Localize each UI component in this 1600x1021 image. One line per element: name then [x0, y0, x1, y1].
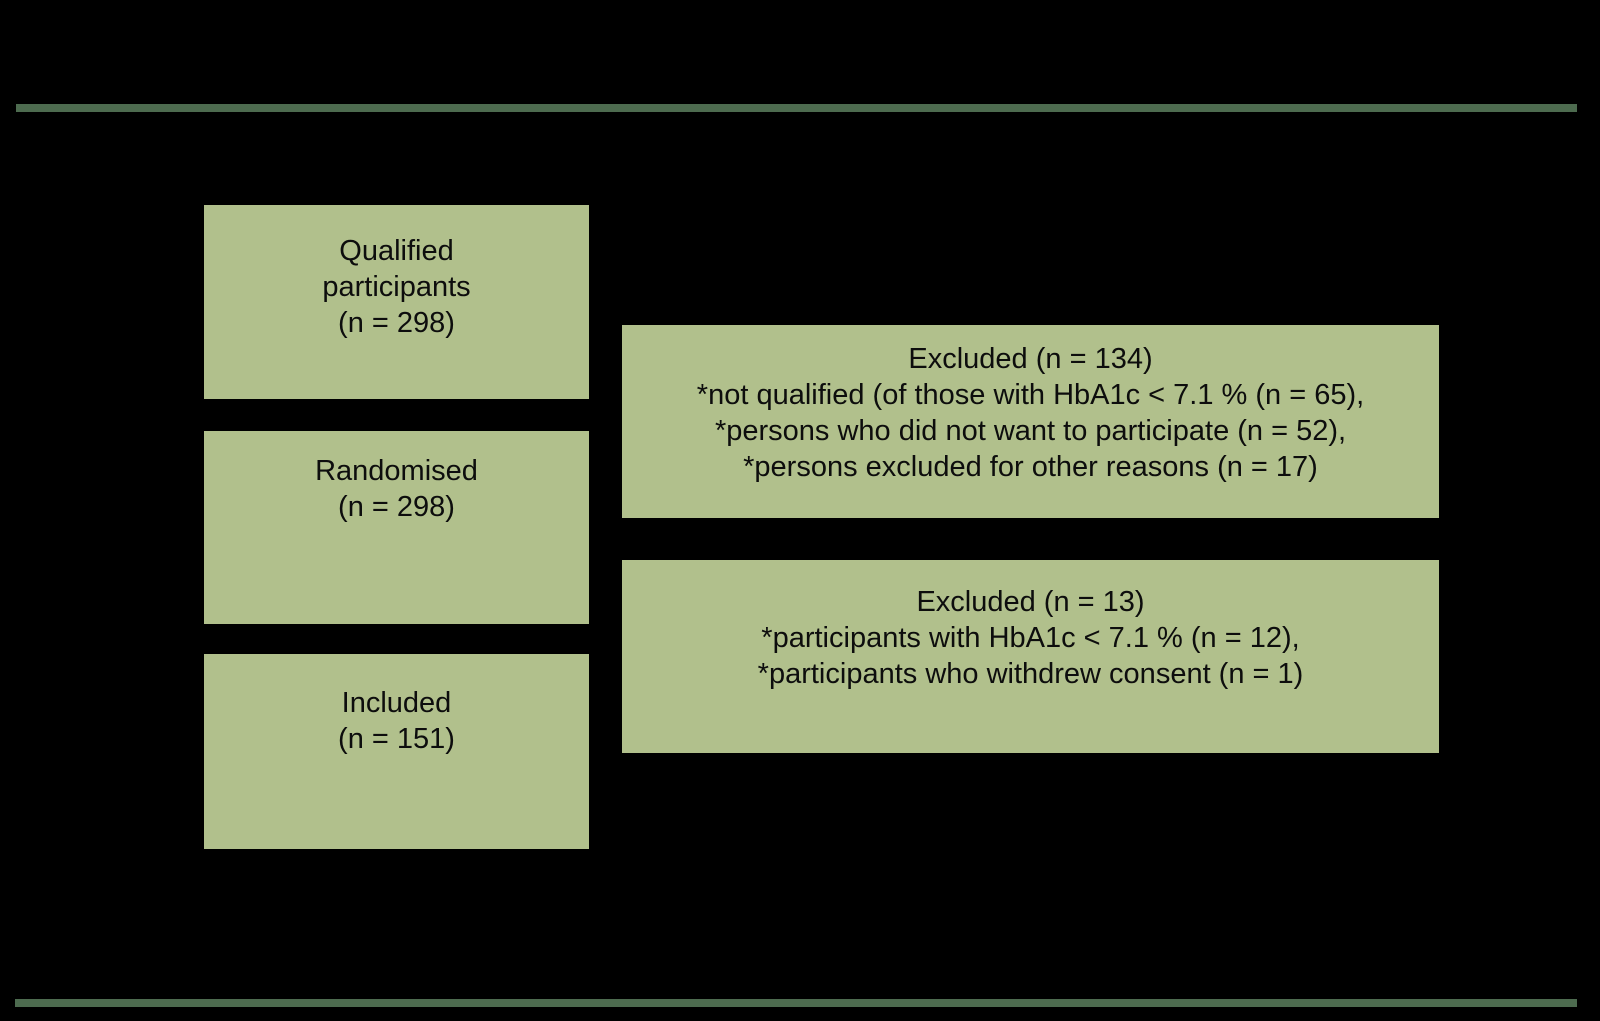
box-text-line: Randomised	[315, 455, 478, 487]
box-text-line: *not qualified (of those with HbA1c < 7.…	[696, 379, 1365, 411]
flow-box-excluded-134: Excluded (n = 134) *not qualified (of th…	[622, 325, 1439, 518]
box-text-line: *participants who withdrew consent (n = …	[757, 658, 1304, 690]
box-text-line: Included	[341, 687, 452, 719]
box-text-line: *persons excluded for other reasons (n =…	[743, 451, 1318, 483]
top-divider-rule	[16, 104, 1577, 112]
box-text-line: Excluded (n = 134)	[908, 343, 1153, 375]
box-text-line: *persons who did not want to participate…	[714, 415, 1347, 447]
box-text-line: (n = 298)	[338, 491, 455, 523]
flow-box-included: Included (n = 151)	[204, 654, 589, 849]
box-text-line: Excluded (n = 13)	[916, 586, 1145, 618]
box-text-line: (n = 298)	[338, 307, 455, 339]
flow-box-excluded-13: Excluded (n = 13) *participants with HbA…	[622, 560, 1439, 753]
box-text-line: Qualified	[339, 235, 454, 267]
flow-box-randomised: Randomised (n = 298)	[204, 431, 589, 624]
box-text-line: *participants with HbA1c < 7.1 % (n = 12…	[761, 622, 1300, 654]
flow-box-qualified-participants: Qualified participants (n = 298)	[204, 205, 589, 399]
box-text-line: participants	[322, 271, 471, 303]
box-text-line: (n = 151)	[338, 723, 455, 755]
bottom-divider-rule	[15, 999, 1577, 1007]
